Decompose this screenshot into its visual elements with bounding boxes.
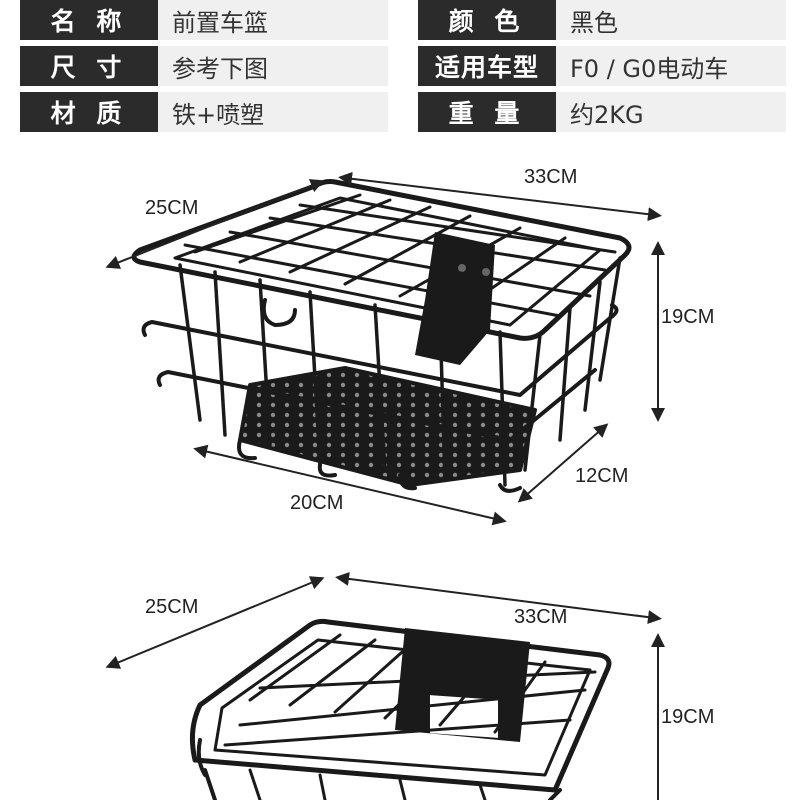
spec-value: F0 / G0电动车 (556, 46, 786, 86)
spec-label: 材 质 (20, 92, 158, 132)
dim-height-top: 19CM (661, 306, 715, 328)
spec-row-material: 材 质 铁+喷塑 (20, 92, 388, 132)
spec-value: 前置车篮 (158, 0, 388, 40)
spec-row-color: 颜 色 黑色 (418, 0, 786, 40)
spec-label: 名 称 (20, 0, 158, 40)
spec-value: 约2KG (556, 92, 786, 132)
spec-label: 适用车型 (418, 46, 556, 86)
spec-value: 参考下图 (158, 46, 388, 86)
basket-image-bottom (189, 618, 612, 800)
spec-label: 尺 寸 (20, 46, 158, 86)
dimension-lines-bottom (105, 571, 665, 800)
dim-depth-bottom: 25CM (145, 596, 199, 618)
spec-label: 颜 色 (418, 0, 556, 40)
spec-row-model: 适用车型 F0 / G0电动车 (418, 46, 786, 86)
dim-height-bottom: 19CM (661, 706, 715, 728)
spec-value: 黑色 (556, 0, 786, 40)
dimension-lines-top (105, 171, 665, 526)
dim-bottom-depth-top: 12CM (575, 465, 629, 487)
spec-row-weight: 重 量 约2KG (418, 92, 786, 132)
dim-bottom-width-top: 20CM (290, 492, 344, 514)
spec-row-name: 名 称 前置车篮 (20, 0, 388, 40)
dim-width-top: 33CM (524, 166, 578, 188)
spec-table: 名 称 前置车篮 尺 寸 参考下图 材 质 铁+喷塑 颜 色 黑色 适用车型 F… (0, 0, 800, 140)
spec-value: 铁+喷塑 (158, 92, 388, 132)
spec-row-size: 尺 寸 参考下图 (20, 46, 388, 86)
spec-label: 重 量 (418, 92, 556, 132)
basket-image-top (131, 179, 632, 493)
dim-width-bottom: 33CM (514, 606, 568, 628)
dim-depth-top: 25CM (145, 197, 199, 219)
